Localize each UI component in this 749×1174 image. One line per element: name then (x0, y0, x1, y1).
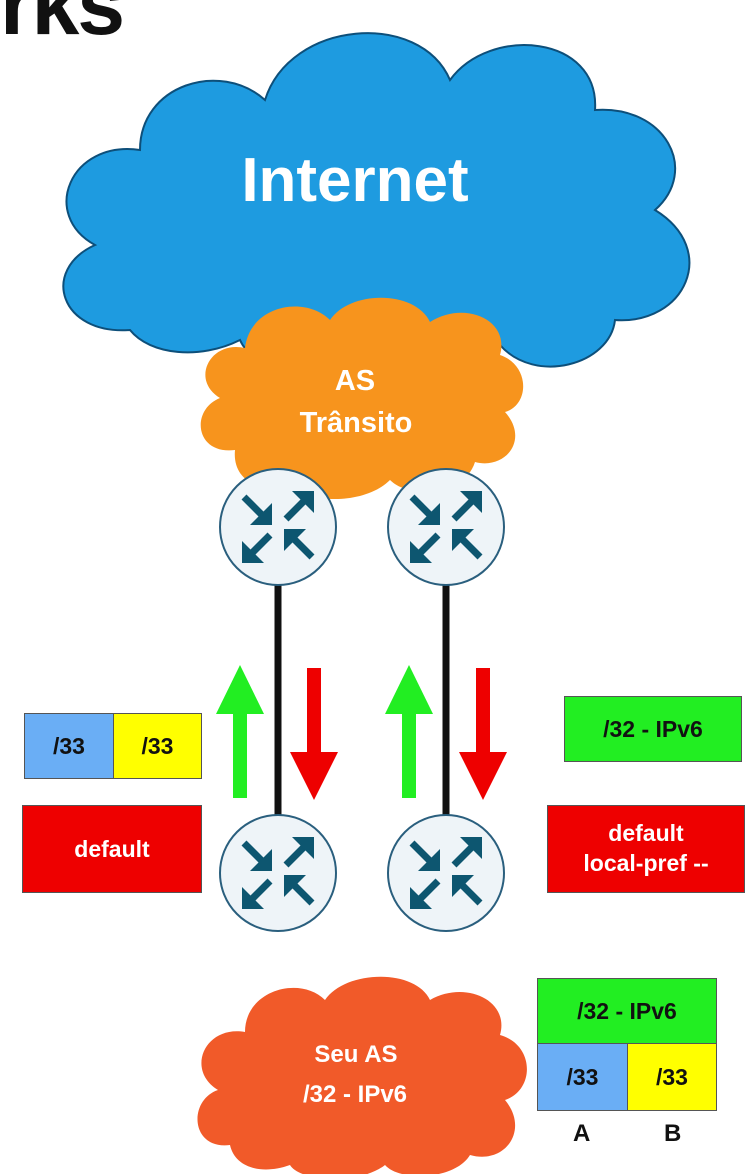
legend-prefix-b: /33 (627, 1043, 717, 1111)
legend-label-a: A (573, 1120, 591, 1147)
up-arrow-icon (385, 665, 433, 798)
own-as-label-line2: /32 - IPv6 (303, 1081, 407, 1108)
legend-aggregate: /32 - IPv6 (537, 978, 717, 1044)
legend-prefix-a: /33 (537, 1043, 628, 1111)
down-arrow-icon (290, 668, 338, 800)
router-icon (388, 815, 504, 931)
down-arrow-icon (459, 668, 507, 800)
own-as-cloud (197, 976, 527, 1174)
right-received-line2: local-pref -- (583, 850, 709, 876)
up-arrow-icon (216, 665, 264, 798)
title-fragment: rks (0, 0, 125, 53)
left-received-default: default (22, 805, 202, 893)
router-icon (388, 469, 504, 585)
router-icon (220, 469, 336, 585)
router-icon (220, 815, 336, 931)
own-as-label-line1: Seu AS (314, 1041, 397, 1068)
left-prefix-b: /33 (113, 713, 202, 779)
right-received-box: default local-pref -- (547, 805, 745, 893)
left-prefix-a: /33 (24, 713, 114, 779)
right-received-line1: default (608, 820, 684, 847)
transit-cloud (200, 297, 524, 500)
internet-label: Internet (241, 146, 468, 215)
right-announce-box: /32 - IPv6 (564, 696, 742, 762)
legend-label-b: B (664, 1120, 682, 1147)
transit-label-line2: Trânsito (300, 407, 413, 439)
transit-label-line1: AS (335, 365, 375, 397)
